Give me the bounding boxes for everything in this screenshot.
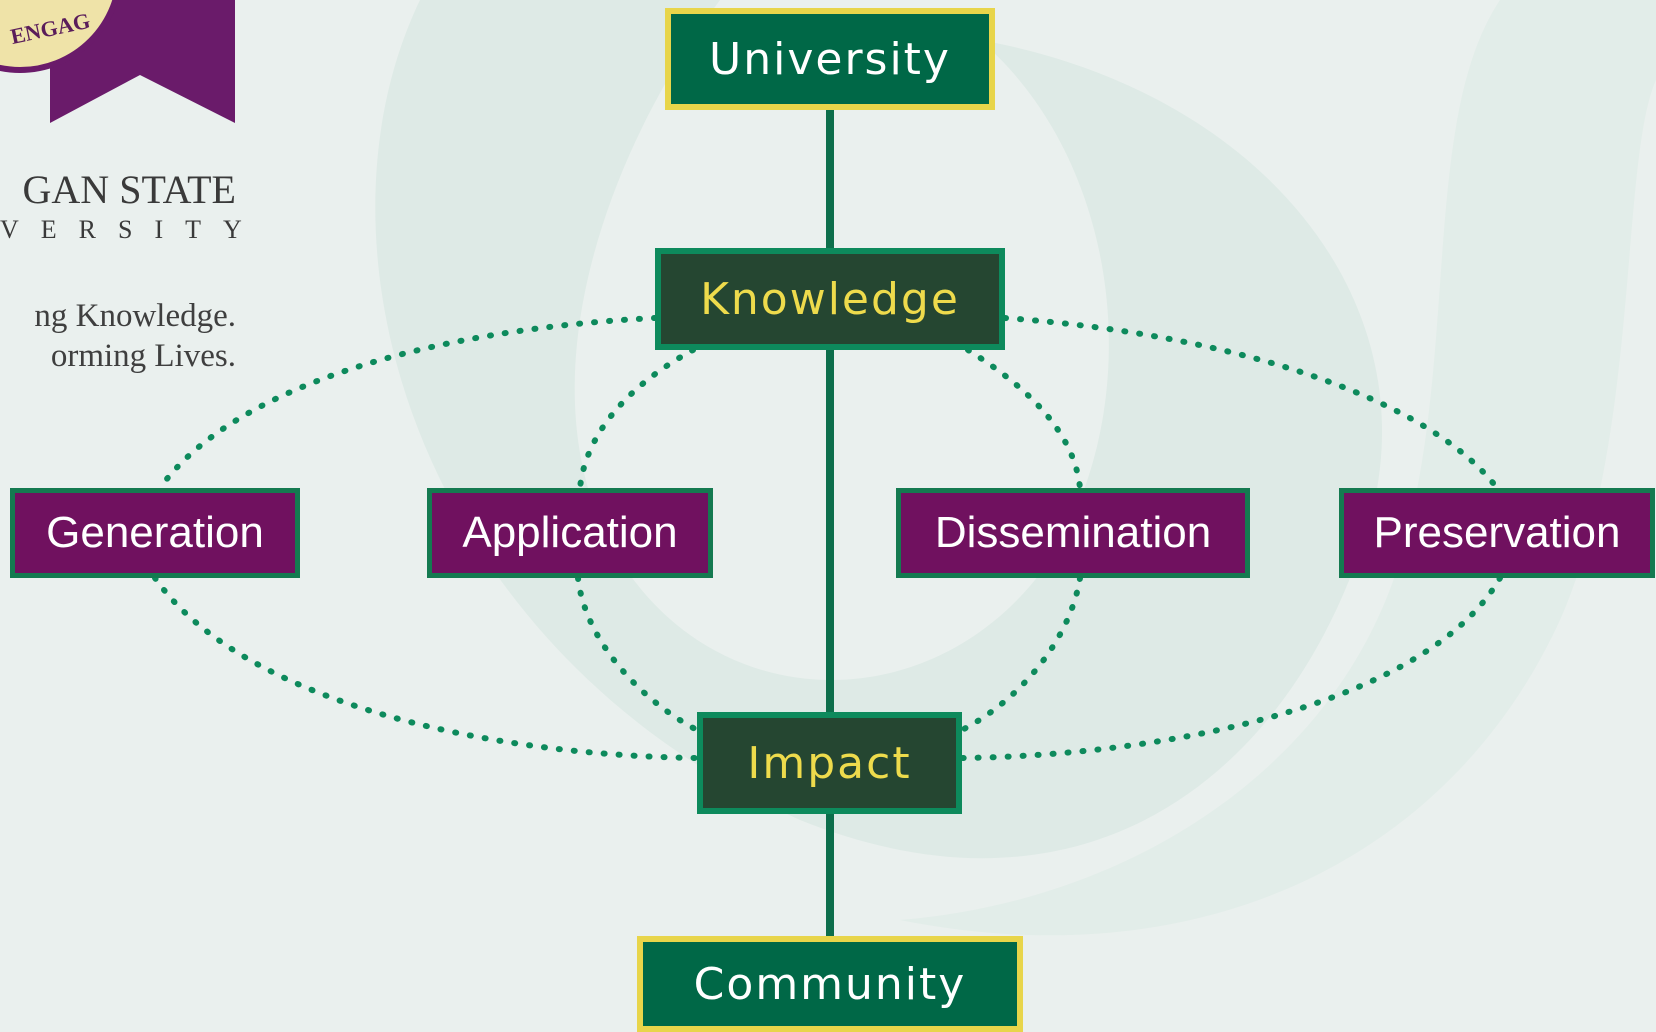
node-community: Community — [637, 936, 1023, 1032]
dotted-inner-right-top — [965, 347, 1083, 491]
node-university: University — [665, 8, 995, 110]
wordmark-line-2: VERSITY — [0, 215, 264, 244]
dotted-outer-left-top — [157, 315, 658, 491]
university-tagline: ng Knowledge. orming Lives. — [0, 296, 236, 376]
node-application: Application — [427, 488, 713, 578]
dotted-inner-left-bottom — [575, 575, 700, 733]
node-preservation: Preservation — [1339, 488, 1655, 578]
node-impact: Impact — [697, 712, 962, 814]
dotted-inner-left-top — [577, 347, 696, 491]
dotted-outer-right-top — [1002, 315, 1500, 491]
dotted-outer-right-bottom — [959, 575, 1503, 761]
tagline-line-1: ng Knowledge. — [34, 298, 236, 334]
node-generation: Generation — [10, 488, 300, 578]
university-wordmark: GAN STATE VERSITY — [0, 167, 242, 248]
dotted-inner-right-bottom — [959, 575, 1083, 733]
dotted-outer-left-bottom — [152, 575, 700, 761]
node-dissemination: Dissemination — [896, 488, 1250, 578]
tagline-line-2: orming Lives. — [50, 338, 236, 374]
node-knowledge: Knowledge — [655, 248, 1005, 350]
engagement-badge-logo: ENGAG — [0, 0, 235, 123]
wordmark-line-1: GAN STATE — [22, 167, 236, 212]
